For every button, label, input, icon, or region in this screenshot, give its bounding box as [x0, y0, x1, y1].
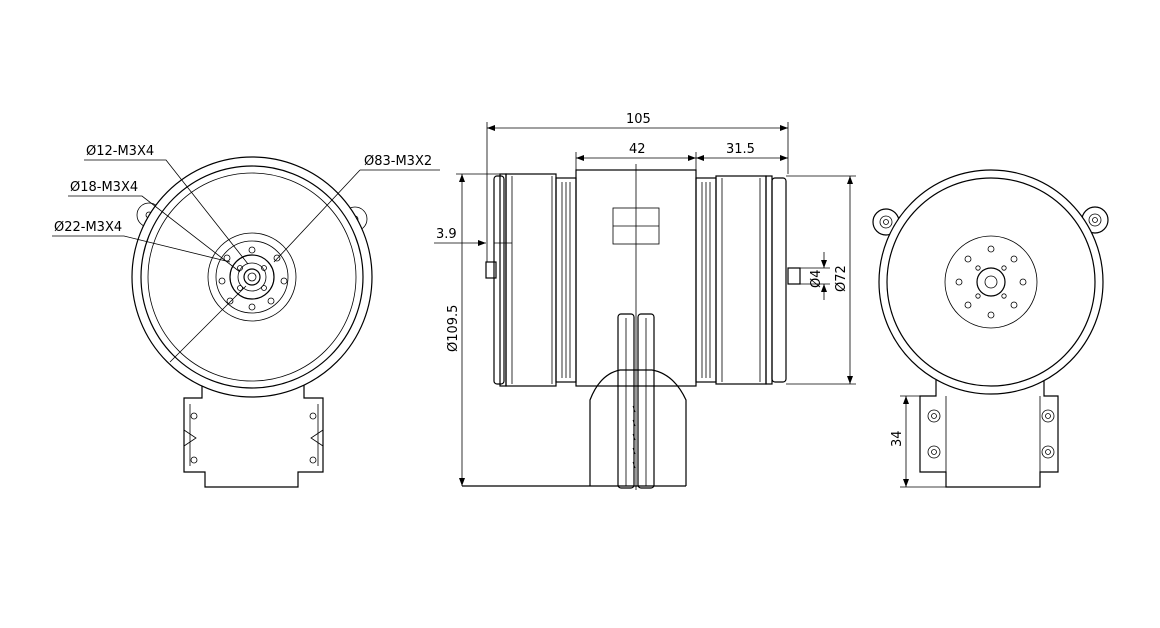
callout-d12: Ø12-M3X4	[86, 144, 154, 159]
dim-center-width: 42	[629, 142, 646, 157]
rear-bolt-holes	[955, 245, 1027, 319]
side-view: 105 42 31.5 3.9 Ø109.5 Ø72 Ø4	[434, 112, 856, 490]
rear-view: 34	[872, 169, 1109, 488]
front-bolt-holes	[218, 246, 288, 311]
callout-d18: Ø18-M3X4	[70, 180, 138, 195]
front-view: Ø12-M3X4 Ø18-M3X4 Ø22-M3X4 Ø83-M3X2	[52, 144, 440, 488]
dim-bracket-height: 34	[890, 430, 905, 447]
dim-right-section: 31.5	[726, 142, 755, 157]
dim-overall-length: 105	[626, 112, 651, 127]
dim-overall-height: Ø109.5	[446, 305, 461, 352]
dim-shaft-dia: Ø4	[809, 269, 824, 288]
callout-d22: Ø22-M3X4	[54, 220, 122, 235]
callout-d83: Ø83-M3X2	[364, 154, 432, 169]
dim-shaft-stub: 3.9	[436, 227, 457, 242]
rear-bracket-screws	[927, 409, 1055, 459]
dim-body-dia: Ø72	[834, 265, 849, 292]
